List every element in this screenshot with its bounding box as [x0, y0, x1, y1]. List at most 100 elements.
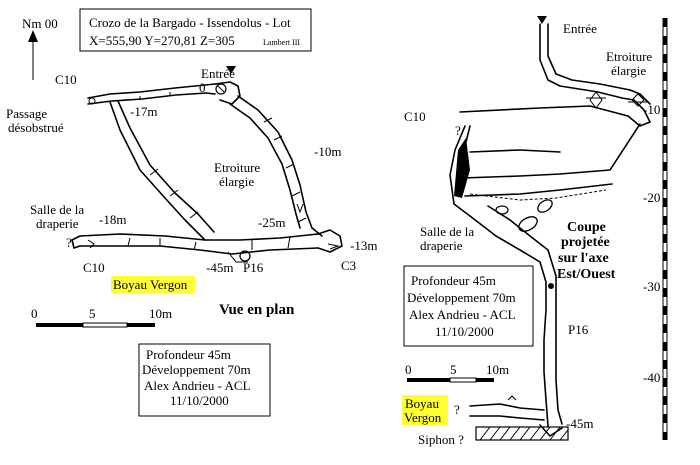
- plan-m45: -45m: [206, 260, 233, 275]
- coupe-title-l3: sur l'axe: [558, 251, 609, 266]
- coupe-boyau-vergon-highlight: Boyau Vergon: [402, 395, 448, 425]
- coupe-title-l1: Coupe: [567, 220, 606, 235]
- plan-info-date: 11/10/2000: [170, 393, 229, 408]
- ruler-segment: [663, 162, 667, 171]
- coupe-title-l4: Est/Ouest: [557, 267, 616, 282]
- north-label: Nm 00: [22, 16, 58, 31]
- plan-m13: -13m: [350, 238, 377, 253]
- plan-elargie: élargie: [219, 174, 254, 189]
- ruler-segment: [663, 90, 667, 99]
- coupe-info-box: Profondeur 45m Développement 70m Alex An…: [403, 265, 534, 347]
- ruler-segment: [663, 198, 667, 207]
- depth-tick-40: -40: [643, 370, 660, 385]
- plan-boyau-vergon-highlight: Boyau Vergon: [111, 276, 195, 293]
- coupe-info-developpement: Développement 70m: [407, 290, 516, 305]
- coupe-boyau-l1: Boyau: [405, 396, 439, 411]
- ruler-segment: [663, 18, 667, 27]
- plan-title: Vue en plan: [219, 302, 295, 318]
- ruler-segment: [663, 396, 667, 405]
- coupe-salle1: Salle de la: [420, 224, 474, 239]
- coupe-scale-bar: 0 5 10m: [405, 362, 509, 383]
- ruler-segment: [663, 234, 667, 243]
- coupe-labels: Etroiture élargie C10 ? Salle de la drap…: [404, 49, 652, 447]
- plan-c10-top: C10: [55, 72, 77, 87]
- header-line2-small: Lambert III: [263, 38, 300, 47]
- ruler-segment: [663, 432, 667, 440]
- coupe-info-date: 11/10/2000: [435, 324, 494, 339]
- plan-labels: Entrée 0 C10 Passage désobstrué -17m -10…: [6, 66, 377, 275]
- ruler-segment: [663, 360, 667, 369]
- coupe-info-auteurs: Alex Andrieu - ACL: [409, 307, 516, 322]
- coupe-elargie: élargie: [611, 63, 646, 78]
- plan-passage: Passage: [6, 106, 47, 121]
- coupe-scale-10: 10m: [486, 362, 509, 377]
- header-line2: X=555,90 Y=270,81 Z=305: [89, 33, 235, 48]
- plan-info-profondeur: Profondeur 45m: [146, 347, 231, 362]
- coupe-boyau-l2: Vergon: [404, 410, 442, 425]
- ruler-segment: [663, 342, 667, 351]
- coupe-etroiture: Etroiture: [606, 49, 652, 64]
- plan-info-developpement: Développement 70m: [142, 362, 251, 377]
- ruler-segment: [663, 414, 667, 423]
- coupe-scale-0: 0: [405, 362, 412, 377]
- ruler-segment: [663, 180, 667, 189]
- coupe-passages: [449, 23, 651, 441]
- plan-m25: -25m: [258, 215, 285, 230]
- plan-c10-bottom: C10: [83, 260, 105, 275]
- plan-view: Nm 00 Crozo de la Bargado - Issendolus -…: [6, 8, 377, 417]
- plan-scale-5: 5: [89, 306, 96, 321]
- plan-scale-0: 0: [31, 306, 38, 321]
- plan-desobstrue: désobstrué: [8, 120, 64, 135]
- ruler-segment: [663, 252, 667, 261]
- coupe-m45: -45m: [566, 416, 593, 431]
- plan-c3: C3: [341, 258, 356, 273]
- ruler-segment: [663, 378, 667, 387]
- ruler-segment: [663, 306, 667, 315]
- ruler-segment: [663, 270, 667, 279]
- coupe-siphon: Siphon ?: [418, 432, 464, 447]
- ruler-segment: [663, 288, 667, 297]
- ruler-segment: [663, 216, 667, 225]
- plan-m17: -17m: [130, 104, 157, 119]
- ruler-segment: [663, 54, 667, 63]
- coupe-view: Entrée: [402, 16, 668, 447]
- plan-entree: Entrée: [201, 66, 235, 81]
- plan-m10: -10m: [314, 144, 341, 159]
- header-box: Crozo de la Bargado - Issendolus - Lot X…: [79, 8, 312, 52]
- ruler-segment: [663, 72, 667, 81]
- coupe-salle2: draperie: [420, 238, 463, 253]
- coupe-scale-5: 5: [450, 362, 457, 377]
- plan-salle2: draperie: [36, 216, 79, 231]
- coupe-info-profondeur: Profondeur 45m: [411, 273, 496, 288]
- coupe-c10: C10: [404, 109, 426, 124]
- north-arrow: Nm 00: [22, 16, 58, 80]
- plan-salle1: Salle de la: [30, 202, 84, 217]
- depth-tick-20: -20: [643, 190, 660, 205]
- coupe-entree: Entrée: [563, 21, 597, 36]
- ruler-segment: [663, 108, 667, 117]
- plan-m18: -18m: [99, 212, 126, 227]
- plan-p16: P16: [243, 260, 264, 275]
- ruler-segment: [663, 36, 667, 45]
- plan-info-box: Profondeur 45m Développement 70m Alex An…: [138, 343, 271, 417]
- ruler-segment: [663, 144, 667, 153]
- coupe-question: ?: [455, 123, 461, 138]
- coupe-title-l2: projetée: [561, 235, 610, 250]
- plan-scale-bar: 0 5 10m: [31, 306, 172, 328]
- coupe-p16: P16: [568, 322, 589, 337]
- plan-etroiture: Etroiture: [214, 160, 260, 175]
- header-line1: Crozo de la Bargado - Issendolus - Lot: [89, 15, 291, 30]
- depth-tick-10: -10: [643, 102, 660, 117]
- plan-info-auteurs: Alex Andrieu - ACL: [144, 378, 251, 393]
- depth-tick-30: -30: [643, 279, 660, 294]
- plan-scale-10: 10m: [149, 306, 172, 321]
- plan-passages: [71, 81, 343, 263]
- plan-boyau-vergon: Boyau Vergon: [113, 277, 188, 292]
- depth-ruler: -10 -20 -30 -40: [643, 18, 668, 440]
- ruler-segment: [663, 126, 667, 135]
- plan-zero: 0: [199, 80, 206, 95]
- coupe-entrance-marker: [537, 16, 547, 24]
- coupe-question-2: ?: [454, 402, 460, 417]
- ruler-segment: [663, 324, 667, 333]
